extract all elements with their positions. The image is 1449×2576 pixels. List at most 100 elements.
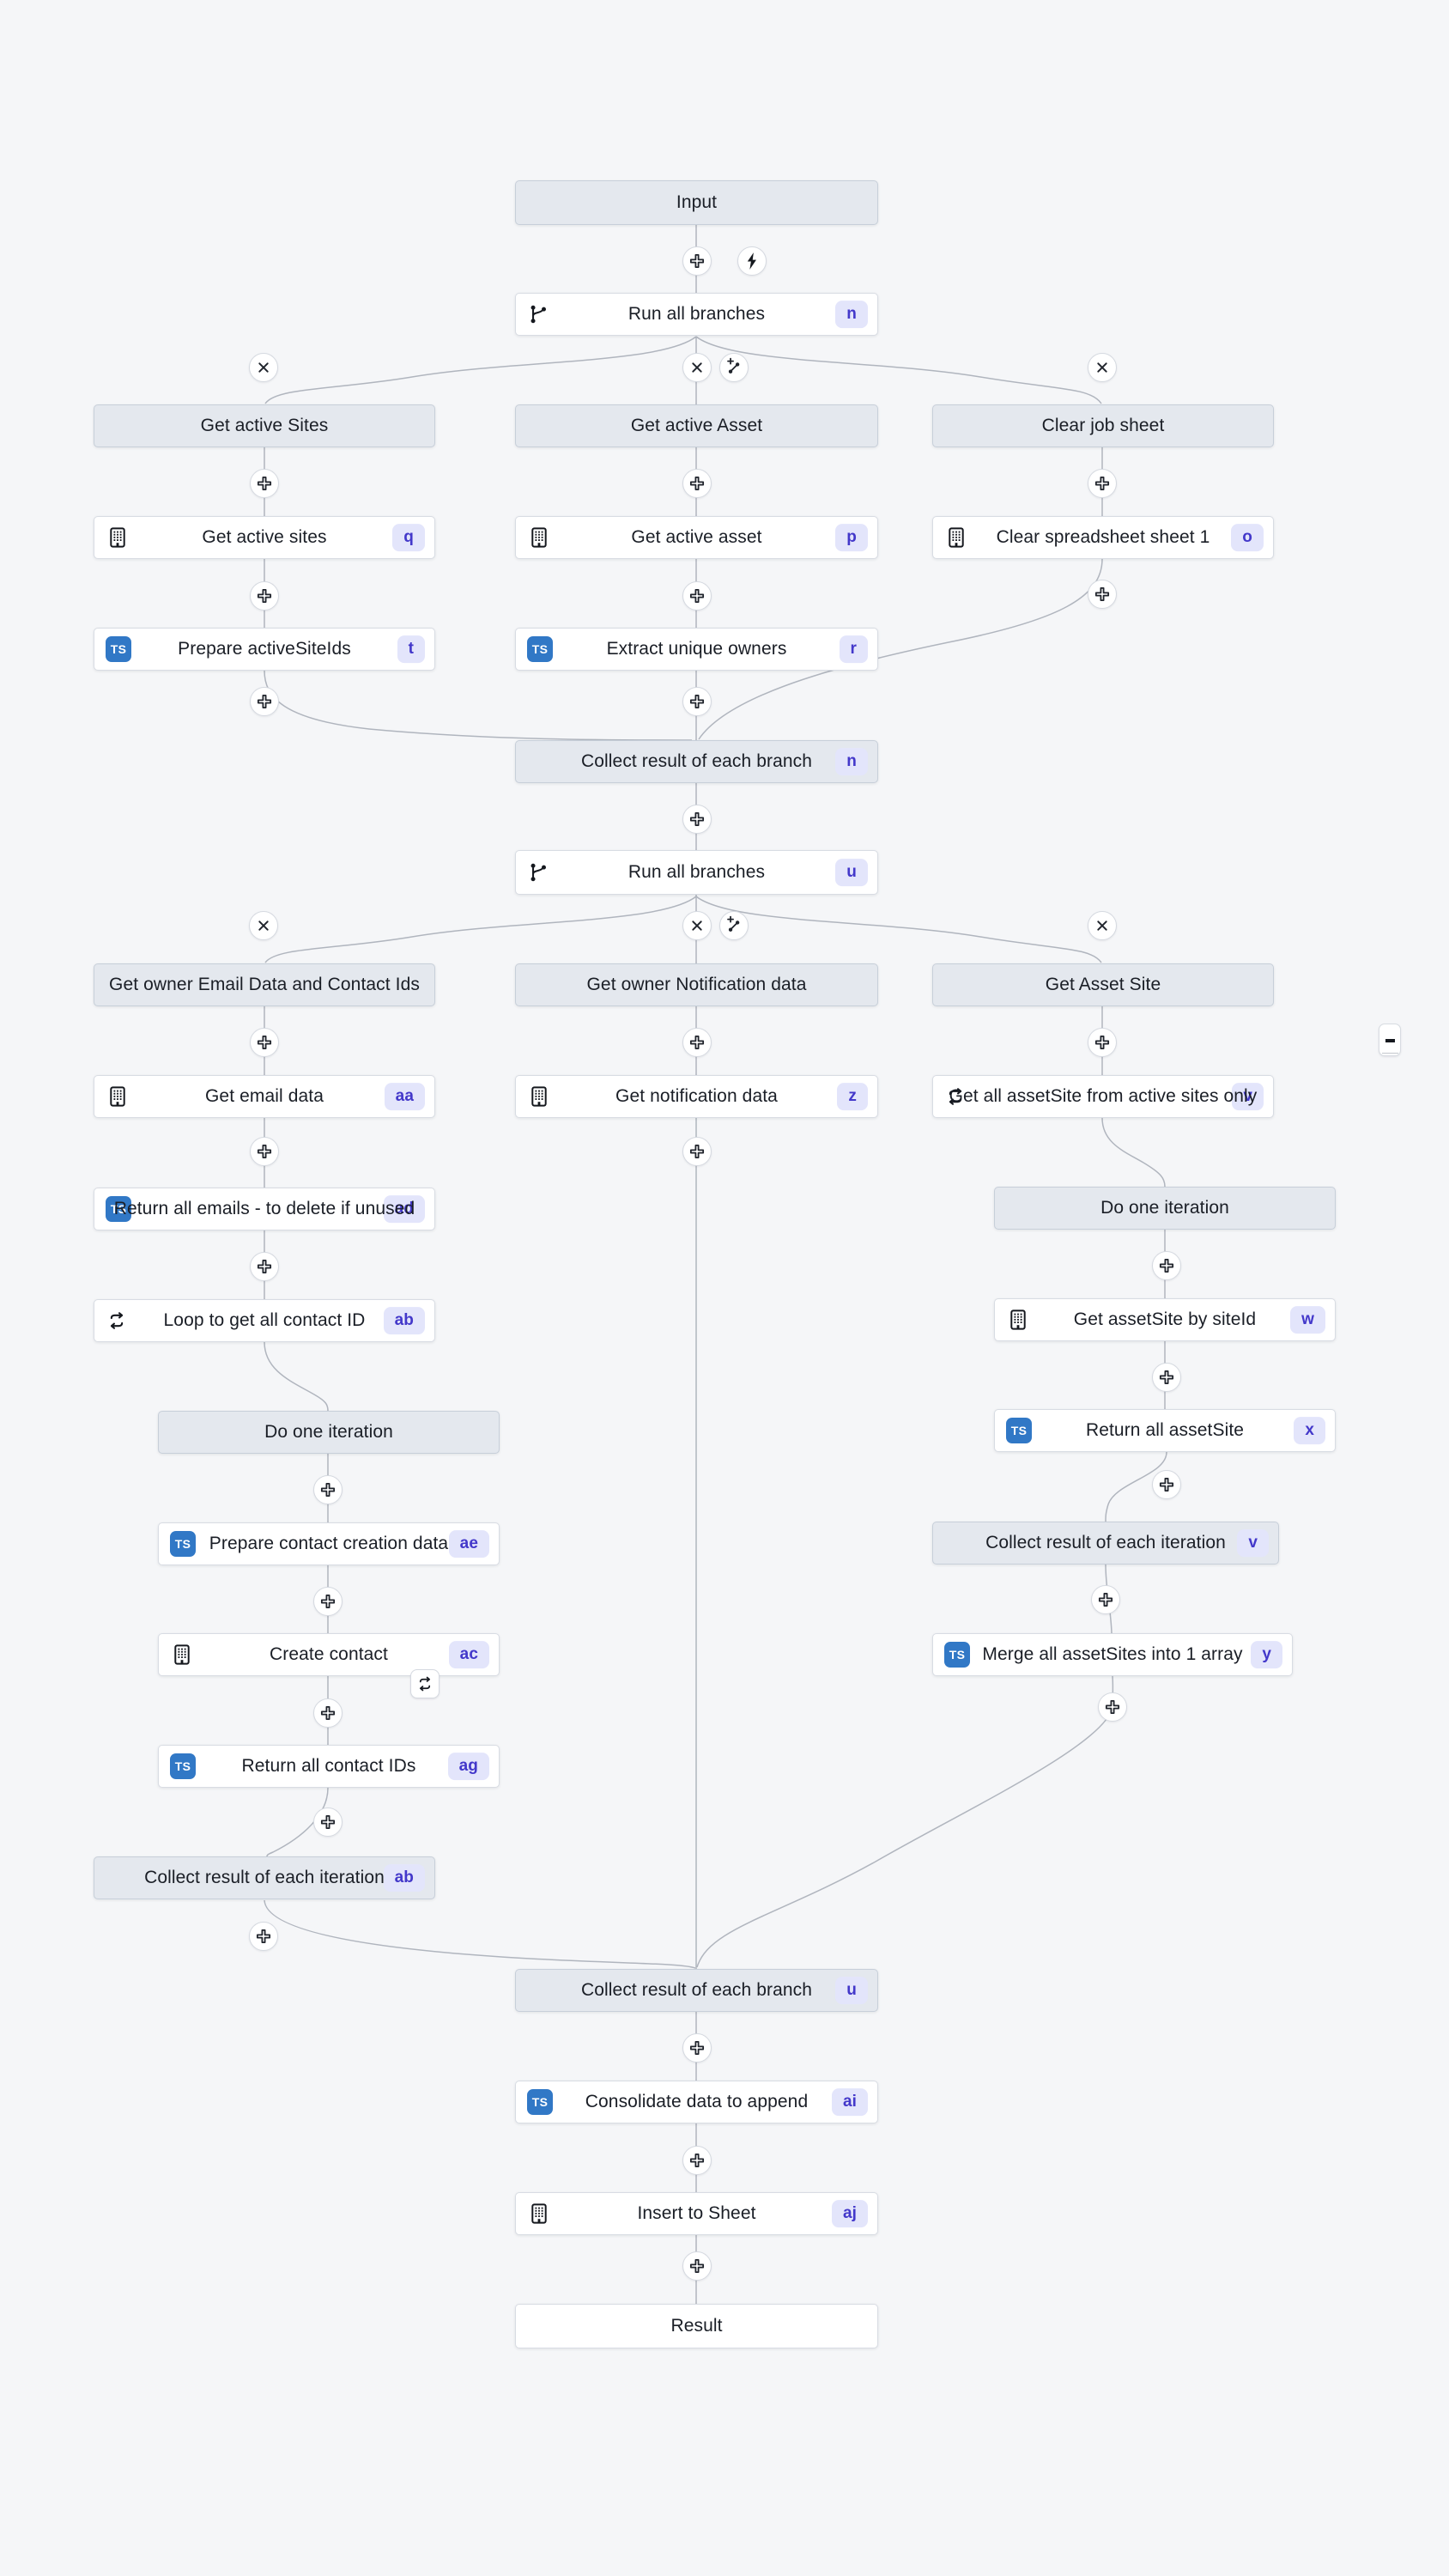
delete-branch-button[interactable] — [249, 353, 278, 382]
delete-branch-button[interactable] — [1088, 353, 1117, 382]
node-get-active-asset[interactable]: Get active asset p — [515, 516, 878, 559]
node-branch-owner-email[interactable]: Get owner Email Data and Contact Ids — [94, 963, 435, 1006]
delete-branch-button[interactable] — [682, 353, 712, 382]
add-step-button[interactable] — [682, 687, 712, 716]
node-label: Return all contact IDs — [241, 1756, 416, 1776]
node-return-all-contact-ids[interactable]: TS Return all contact IDs ag — [158, 1745, 500, 1788]
node-loop-get-contact-id[interactable]: Loop to get all contact ID ab — [94, 1299, 435, 1342]
add-step-button[interactable] — [682, 1028, 712, 1057]
add-step-button[interactable] — [682, 469, 712, 498]
node-id-badge: ai — [831, 2088, 868, 2116]
building-icon — [170, 1643, 194, 1667]
node-label: Get active asset — [631, 527, 762, 547]
edge — [264, 896, 697, 963]
node-label: Return all assetSite — [1085, 1420, 1245, 1440]
node-label: Input — [676, 192, 718, 212]
node-do-one-iteration-right[interactable]: Do one iteration — [994, 1187, 1336, 1230]
add-step-button[interactable] — [250, 1028, 279, 1057]
node-get-email-data[interactable]: Get email data aa — [94, 1075, 435, 1118]
node-clear-spreadsheet[interactable]: Clear spreadsheet sheet 1 o — [932, 516, 1274, 559]
add-step-button[interactable] — [250, 1137, 279, 1166]
node-id-badge: ae — [448, 1530, 489, 1558]
add-step-button[interactable] — [250, 469, 279, 498]
add-step-button[interactable] — [313, 1698, 343, 1728]
node-label: Get assetSite by siteId — [1073, 1309, 1257, 1329]
add-step-button[interactable] — [250, 1252, 279, 1281]
node-collect-iteration-ab[interactable]: Collect result of each iteration ab — [94, 1856, 435, 1899]
delete-branch-button[interactable] — [1088, 911, 1117, 940]
add-step-button[interactable] — [250, 687, 279, 716]
node-do-one-iteration-left[interactable]: Do one iteration — [158, 1411, 500, 1454]
node-label: Get owner Notification data — [586, 975, 807, 994]
add-step-button[interactable] — [313, 1587, 343, 1616]
add-step-button[interactable] — [1091, 1585, 1120, 1614]
node-merge-assetsites[interactable]: TS Merge all assetSites into 1 array y — [932, 1633, 1293, 1676]
add-step-button[interactable] — [682, 581, 712, 611]
add-branch-button[interactable] — [719, 353, 749, 382]
node-extract-unique-owners[interactable]: TS Extract unique owners r — [515, 628, 878, 671]
node-result[interactable]: Result — [515, 2304, 878, 2348]
node-collect-branch-u[interactable]: Collect result of each branch u — [515, 1969, 878, 2012]
edge — [264, 1899, 696, 1969]
add-step-button[interactable] — [1152, 1470, 1181, 1499]
add-step-button[interactable] — [1088, 1028, 1117, 1057]
typescript-icon: TS — [106, 636, 131, 662]
node-run-all-branches-u[interactable]: Run all branches u — [515, 850, 878, 895]
loop-indicator-chip[interactable] — [410, 1669, 440, 1698]
node-id-badge: ab — [383, 1864, 425, 1892]
node-collect-iteration-v[interactable]: Collect result of each iteration v — [932, 1522, 1279, 1564]
add-step-button[interactable] — [682, 2251, 712, 2281]
node-input[interactable]: Input — [515, 180, 878, 225]
node-id-badge: q — [392, 524, 425, 551]
add-step-button[interactable] — [1152, 1251, 1181, 1280]
node-branch-get-active-sites[interactable]: Get active Sites — [94, 404, 435, 447]
collapsed-panel-control[interactable] — [1379, 1024, 1401, 1056]
delete-branch-button[interactable] — [682, 911, 712, 940]
node-run-all-branches-n[interactable]: Run all branches n — [515, 293, 878, 336]
node-prepare-activesiteids[interactable]: TS Prepare activeSiteIds t — [94, 628, 435, 671]
add-step-button[interactable] — [249, 1922, 278, 1951]
add-step-button[interactable] — [682, 805, 712, 834]
add-step-button[interactable] — [682, 246, 712, 276]
node-id-badge: o — [1231, 524, 1264, 551]
node-branch-owner-notification[interactable]: Get owner Notification data — [515, 963, 878, 1006]
typescript-icon: TS — [527, 2089, 553, 2115]
node-branch-get-active-asset[interactable]: Get active Asset — [515, 404, 878, 447]
node-branch-get-asset-site[interactable]: Get Asset Site — [932, 963, 1274, 1006]
node-get-notification-data[interactable]: Get notification data z — [515, 1075, 878, 1118]
node-get-assetsite-by-siteid[interactable]: Get assetSite by siteId w — [994, 1298, 1336, 1341]
building-icon — [944, 526, 968, 550]
add-step-button[interactable] — [682, 2033, 712, 2063]
node-id-badge: y — [1251, 1641, 1282, 1668]
node-label: Result — [670, 2316, 723, 2336]
node-return-all-emails[interactable]: TS Return all emails - to delete if unus… — [94, 1188, 435, 1230]
node-label: Loop to get all contact ID — [163, 1310, 366, 1330]
add-step-button[interactable] — [313, 1475, 343, 1504]
add-step-button[interactable] — [250, 581, 279, 611]
add-step-button[interactable] — [1088, 469, 1117, 498]
edge — [264, 336, 697, 404]
node-prepare-contact-creation[interactable]: TS Prepare contact creation data ae — [158, 1522, 500, 1565]
add-step-button[interactable] — [1088, 580, 1117, 609]
add-step-button[interactable] — [682, 2146, 712, 2175]
node-consolidate-data[interactable]: TS Consolidate data to append ai — [515, 2081, 878, 2123]
add-branch-button[interactable] — [719, 911, 749, 940]
node-id-badge: aa — [384, 1083, 425, 1110]
add-step-button[interactable] — [1098, 1692, 1127, 1722]
node-branch-clear-job-sheet[interactable]: Clear job sheet — [932, 404, 1274, 447]
add-step-button[interactable] — [682, 1137, 712, 1166]
add-step-button[interactable] — [1152, 1363, 1181, 1392]
run-trigger-button[interactable] — [737, 246, 767, 276]
node-return-all-assetsite[interactable]: TS Return all assetSite x — [994, 1409, 1336, 1452]
node-label: Get Asset Site — [1045, 975, 1161, 994]
add-step-button[interactable] — [313, 1807, 343, 1837]
node-insert-to-sheet[interactable]: Insert to Sheet aj — [515, 2192, 878, 2235]
node-collect-branch-n[interactable]: Collect result of each branch n — [515, 740, 878, 783]
node-create-contact[interactable]: Create contact ac — [158, 1633, 500, 1676]
delete-branch-button[interactable] — [249, 911, 278, 940]
node-get-active-sites[interactable]: Get active sites q — [94, 516, 435, 559]
node-label: Do one iteration — [1100, 1198, 1229, 1218]
node-get-all-assetsite[interactable]: Get all assetSite from active sites only… — [932, 1075, 1274, 1118]
typescript-icon: TS — [170, 1531, 196, 1557]
